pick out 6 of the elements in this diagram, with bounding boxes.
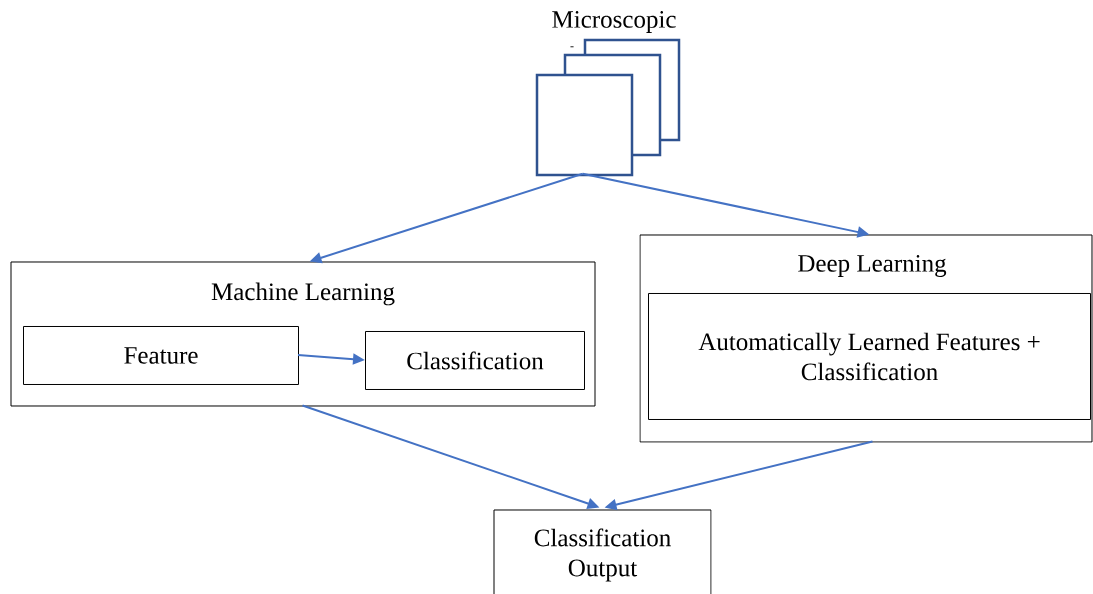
- process-box: Classification: [365, 331, 585, 390]
- process-box: Feature: [23, 326, 299, 385]
- process-box: Automatically Learned Features + Classification: [648, 293, 1091, 420]
- stray-mark: -: [570, 46, 574, 48]
- node-label: Microscopic: [552, 11, 676, 33]
- process-box: Classification Output: [493, 509, 712, 594]
